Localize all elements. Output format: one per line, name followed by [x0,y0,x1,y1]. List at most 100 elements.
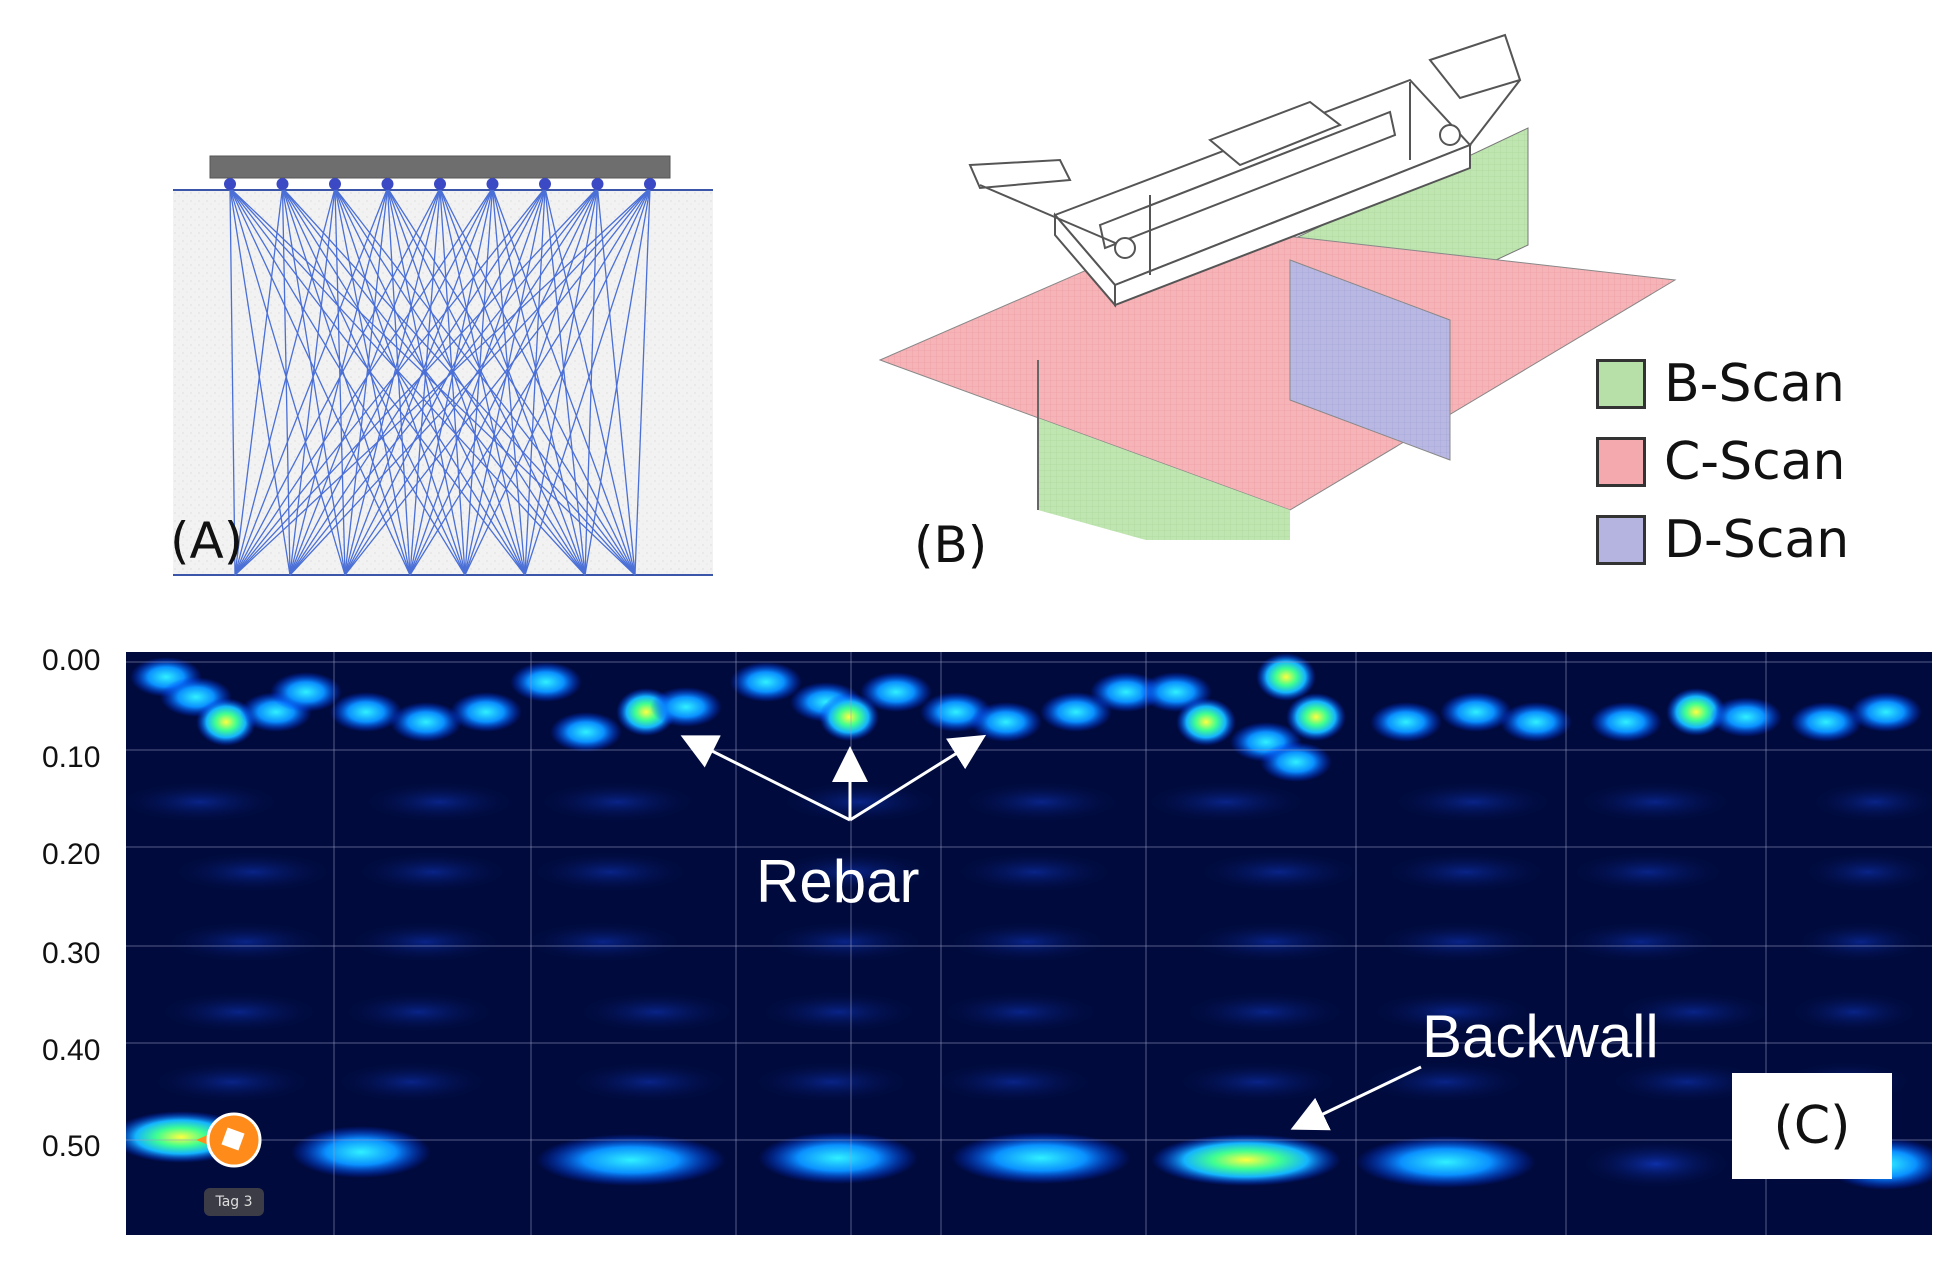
ray-path [234,187,546,576]
texture-blob [1356,1060,1534,1104]
rebar-reflection [1440,692,1512,732]
ray-path [334,187,526,576]
texture-blob [1784,990,1924,1034]
texture-blob [745,1060,918,1104]
depth-tick: 0.20 [42,838,101,871]
rebar-reflection [1286,693,1346,741]
texture-blob [1571,780,1739,824]
ray-path [234,187,441,576]
rebar-reflection [1370,702,1442,742]
texture-blob [934,990,1107,1034]
ray-path [439,187,586,576]
texture-blob [144,1060,320,1104]
transducer-element [434,178,446,190]
ray-path [334,187,411,576]
texture-blob [342,920,509,964]
c-scan-swatch [1596,437,1646,487]
panel-c-label: (C) [1773,1096,1851,1156]
ray-path [234,187,336,576]
transducer-bar [209,155,671,179]
ray-path [229,187,636,576]
ray-path [464,187,599,576]
backwall-reflection [1576,1138,1736,1190]
texture-blob [165,850,341,894]
ray-path [344,187,494,576]
rebar-reflection [1176,698,1236,746]
texture-blob [335,990,502,1034]
background-texture [126,780,1932,1104]
depth-tick: 0.00 [42,644,101,677]
tag-marker-icon[interactable] [196,1112,262,1168]
c-scan-plane [878,224,1677,511]
transducer-element [486,178,499,190]
texture-blob [1190,850,1368,894]
b-scan-label: B-Scan [1664,354,1845,414]
transducer-element [644,178,656,190]
texture-blob [1176,990,1354,1034]
d-scan-label: D-Scan [1664,510,1850,570]
texture-blob [766,850,939,894]
transducer-element [224,178,236,190]
ray-path [229,187,411,576]
panel-c-scan-image: Tag 3 Rebar Backwall (C) [126,652,1932,1235]
rebar-reflection [1850,692,1922,732]
ray-path [439,187,526,576]
ray-path [386,187,526,576]
ray-path [281,187,291,576]
ray-path [491,187,526,576]
ray-path-diagram [173,155,713,576]
rebar-reflection [1256,653,1316,701]
scanner-planes-illustration [878,33,1677,580]
depth-tick: 0.50 [42,1130,101,1163]
texture-blob [1183,920,1361,964]
ray-path [289,187,389,576]
ray-path [234,187,389,576]
texture-blob [1384,780,1562,824]
ray-path [491,187,636,576]
ray-path [524,187,599,576]
texture-blob [1377,850,1555,894]
legend-item-d-scan: D-Scan [1596,501,1849,579]
ray-path [464,187,494,576]
texture-blob [773,780,946,824]
rebar-reflection [510,662,582,702]
texture-blob [941,920,1114,964]
ray-path [464,187,651,576]
backwall-reflection [951,1132,1131,1184]
rebar-reflection [1590,702,1662,742]
panel-a-array-diagram [165,150,725,580]
rebar-reflection [819,693,879,741]
texture-blob [955,780,1128,824]
ray-path [234,187,598,576]
panel-b-label: (B) [914,516,988,574]
ray-path [524,187,546,576]
ray-path [344,187,599,576]
rebar-reflection [330,692,402,732]
depth-tick: 0.10 [42,741,101,774]
texture-blob [1557,920,1725,964]
texture-blob [563,1060,736,1104]
ray-path [386,187,636,576]
backwall-annotation: Backwall [1422,1003,1659,1070]
ray-path [334,187,466,576]
ray-path [409,187,651,576]
rebar-reflection [550,712,622,752]
ray-path [544,187,636,576]
ray-path [344,187,441,576]
ray-path [289,187,651,576]
texture-blob [349,850,516,894]
texture-blob [356,780,523,824]
rebar-reflection [1666,688,1726,736]
ray-path [229,187,466,576]
c-scan-label: C-Scan [1664,432,1846,492]
transducer-element [381,178,394,190]
ray-path [634,187,651,576]
ray-path [289,187,336,576]
ray-path [584,187,599,576]
rebar-reflection [650,687,722,727]
scan-grid [126,652,1932,1235]
ray-path [282,187,636,576]
transducer-element [276,178,289,190]
backwall-reflection [1151,1134,1341,1186]
ray-path [289,187,441,576]
